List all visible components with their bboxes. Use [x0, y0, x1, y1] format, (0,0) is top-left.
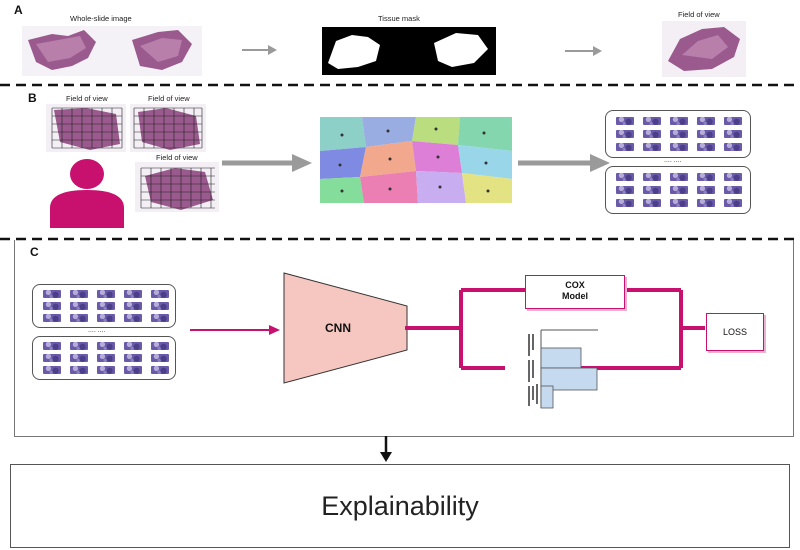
- cnn-block: [283, 272, 408, 384]
- connector-lines: [405, 288, 705, 370]
- explainability-box: Explainability: [10, 464, 790, 548]
- arrow-right-icon: [222, 154, 312, 172]
- field-of-view-image: [662, 21, 746, 77]
- ellipsis-label: .... ....: [664, 157, 682, 164]
- arrow-right-icon: [565, 46, 602, 56]
- tile-group-box: [605, 166, 751, 214]
- wsi-caption: Whole-slide image: [70, 14, 132, 23]
- section-divider: [0, 237, 800, 241]
- fov-grid-image: [46, 104, 126, 152]
- panel-b-letter: B: [28, 91, 37, 105]
- fov-caption-b2: Field of view: [148, 94, 190, 103]
- arrow-right-icon: [242, 45, 277, 55]
- ellipsis-label: .... ....: [88, 327, 106, 334]
- arrow-right-icon: [190, 325, 280, 335]
- panel-c-frame: [14, 240, 794, 437]
- tile-group-box: [32, 284, 176, 328]
- section-divider: [0, 83, 800, 87]
- fov-caption-a: Field of view: [678, 10, 720, 19]
- panel-a-letter: A: [14, 3, 23, 17]
- cnn-label: CNN: [325, 321, 351, 335]
- loss-box: LOSS: [706, 313, 764, 351]
- tile-group-box: [32, 336, 176, 380]
- cox-label-line1: COX: [565, 280, 585, 290]
- panel-c-letter: C: [30, 245, 39, 259]
- risk-histogram: [528, 329, 598, 409]
- fov-grid-image: [130, 104, 206, 152]
- whole-slide-image: [22, 26, 202, 76]
- arrow-right-icon: [518, 154, 610, 172]
- explainability-label: Explainability: [321, 490, 479, 521]
- fov-grid-image: [135, 162, 219, 212]
- tile-group-box: [605, 110, 751, 158]
- tissue-mask-image: [322, 27, 496, 75]
- fov-caption-b1: Field of view: [66, 94, 108, 103]
- fov-caption-b3: Field of view: [156, 153, 198, 162]
- cox-label-line2: Model: [562, 291, 588, 301]
- loss-label: LOSS: [722, 327, 747, 337]
- tissue-mask-caption: Tissue mask: [378, 14, 420, 23]
- person-icon: [50, 159, 124, 228]
- arrow-down-icon: [380, 436, 392, 462]
- cox-model-box: COX Model: [525, 275, 625, 309]
- cluster-map-image: [320, 117, 512, 203]
